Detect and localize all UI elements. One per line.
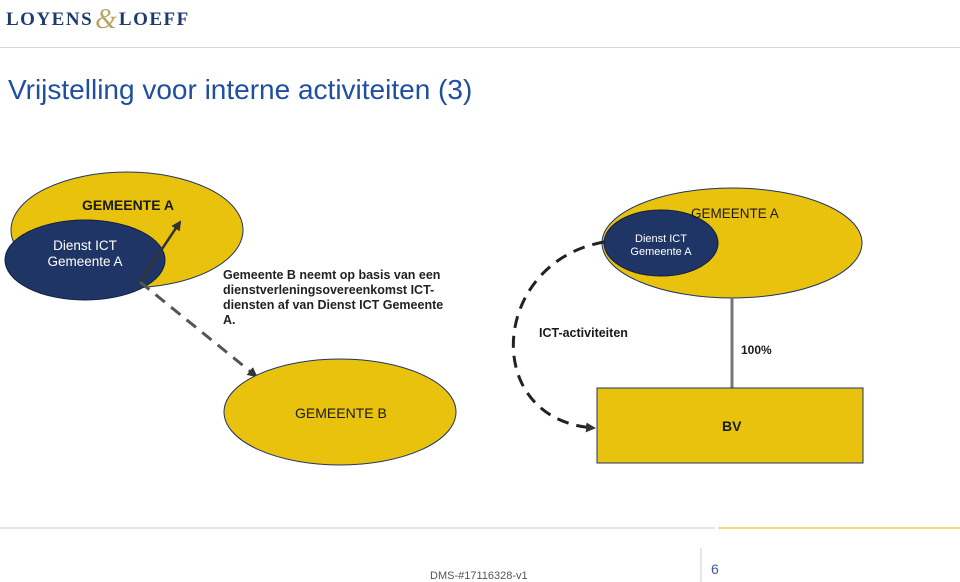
left-solid-arrow [138,220,182,283]
ownership-percentage-label: 100% [741,343,772,357]
gemeente-b-label: GEMEENTE B [295,405,387,421]
left-dashed-arrow [139,280,258,378]
right-dienst-ict-label: Dienst ICT Gemeente A [630,233,692,259]
document-id: DMS-#17116328-v1 [430,570,528,582]
bv-rectangle [596,387,864,464]
logo-left-word: LOYENS [6,9,94,30]
ict-activities-label: ICT-activiteiten [539,326,628,340]
slide-title: Vrijstelling voor interne activiteiten (… [8,74,473,105]
left-gemeente-a-label: GEMEENTE A [82,197,175,213]
bv-label: BV [722,418,742,434]
left-dienst-ict-ellipse [4,219,166,301]
service-agreement-description: Gemeente B neemt op basis van een dienst… [223,268,444,327]
company-logo: LOYENS & LOEFF [6,4,190,36]
logo-ampersand-mark: & [95,4,117,35]
gemeente-b-ellipse [223,358,457,466]
header-divider [0,47,960,48]
logo-right-word: LOEFF [118,9,190,30]
right-gemeente-a-label: GEMEENTE A [691,206,779,221]
page-number: 6 [711,561,719,577]
ict-activities-dashed-arrow [512,240,605,433]
left-dienst-ict-label: Dienst ICT Gemeente A [47,238,123,270]
